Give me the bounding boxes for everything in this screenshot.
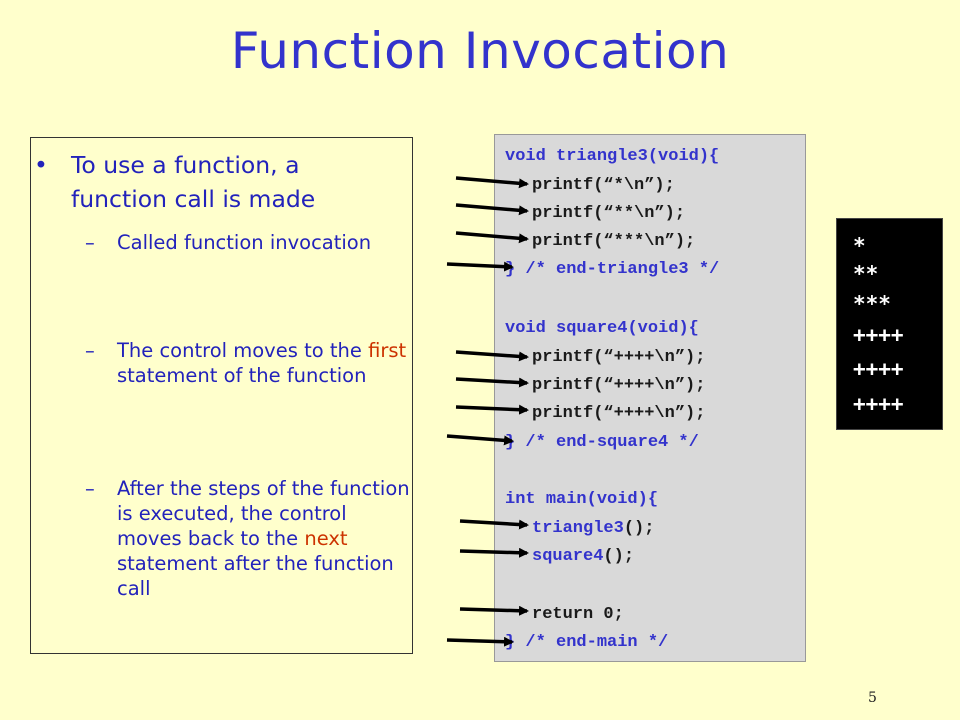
sub-bullet-1-text: Called function invocation [117,231,372,254]
sub-bullet-3-text: After the steps of the function is execu… [117,477,410,600]
code-line: return 0; [532,605,624,624]
code-line: triangle3(); [532,519,655,538]
code-line: printf(“***\n”); [532,232,696,251]
code-panel: void triangle3(void){ printf(“*\n”); pri… [494,134,806,662]
code-line: void triangle3(void){ [505,147,720,166]
page-number: 5 [868,690,877,706]
slide-title: Function Invocation [230,22,730,80]
output-line: ** [853,262,879,286]
code-line: } /* end-triangle3 */ [505,260,720,279]
code-line: printf(“++++\n”); [532,404,706,423]
output-line: * [853,234,866,258]
bullet-box: • To use a function, a function call is … [30,137,413,654]
output-line: ++++ [853,357,904,381]
code-line: printf(“*\n”); [532,176,675,195]
code-line: int main(void){ [505,490,659,509]
code-line: printf(“**\n”); [532,204,686,223]
highlight-next: next [304,527,348,550]
sub-bullet-2-text: The control moves to the first statement… [117,339,407,387]
main-bullet-text: To use a function, a function call is ma… [71,151,316,213]
output-line: ++++ [853,392,904,416]
code-line: square4(); [532,547,635,566]
highlight-first: first [368,339,407,362]
console-output: * ** *** ++++ ++++ ++++ [836,218,943,430]
code-line: void square4(void){ [505,319,699,338]
dash-icon: – [85,477,95,500]
dash-icon: – [85,339,95,362]
code-line: printf(“++++\n”); [532,376,706,395]
output-line: ++++ [853,323,904,347]
dash-icon: – [85,231,95,254]
code-line: } /* end-square4 */ [505,433,699,452]
output-line: *** [853,292,891,316]
bullet-icon: • [34,151,48,179]
code-line: printf(“++++\n”); [532,348,706,367]
code-line: } /* end-main */ [505,633,669,652]
